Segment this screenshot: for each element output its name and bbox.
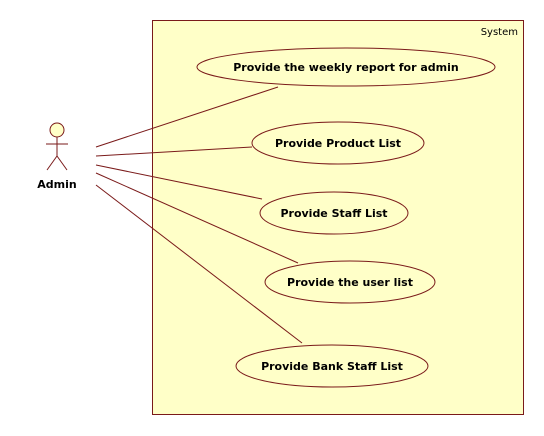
use-case-product-list[interactable]: Provide Product List bbox=[251, 121, 425, 165]
actor-head bbox=[49, 122, 65, 138]
use-case-label: Provide the user list bbox=[287, 276, 413, 289]
actor-right-leg bbox=[56, 155, 68, 171]
use-case-ellipse bbox=[196, 47, 496, 87]
use-case-label: Provide Bank Staff List bbox=[261, 360, 403, 373]
association-line bbox=[95, 86, 279, 148]
association-line bbox=[95, 184, 303, 344]
use-case-ellipse bbox=[251, 121, 425, 165]
use-case-label: Provide Staff List bbox=[280, 207, 387, 220]
use-case-ellipse bbox=[259, 191, 409, 235]
use-case-weekly-report[interactable]: Provide the weekly report for admin bbox=[196, 47, 496, 87]
use-case-ellipse bbox=[235, 344, 429, 388]
use-case-user-list[interactable]: Provide the user list bbox=[264, 260, 436, 304]
actor-left-leg bbox=[46, 155, 58, 171]
association-line bbox=[95, 164, 263, 200]
use-case-bank-staff-list[interactable]: Provide Bank Staff List bbox=[235, 344, 429, 388]
use-case-ellipse bbox=[264, 260, 436, 304]
actor-label: Admin bbox=[37, 178, 76, 191]
actor-admin[interactable]: Admin bbox=[37, 122, 77, 191]
use-case-staff-list[interactable]: Provide Staff List bbox=[259, 191, 409, 235]
use-case-label: Provide Product List bbox=[275, 137, 401, 150]
use-case-label: Provide the weekly report for admin bbox=[233, 61, 458, 74]
association-line bbox=[95, 146, 253, 157]
association-line bbox=[95, 172, 299, 264]
system-label: System bbox=[481, 27, 518, 38]
